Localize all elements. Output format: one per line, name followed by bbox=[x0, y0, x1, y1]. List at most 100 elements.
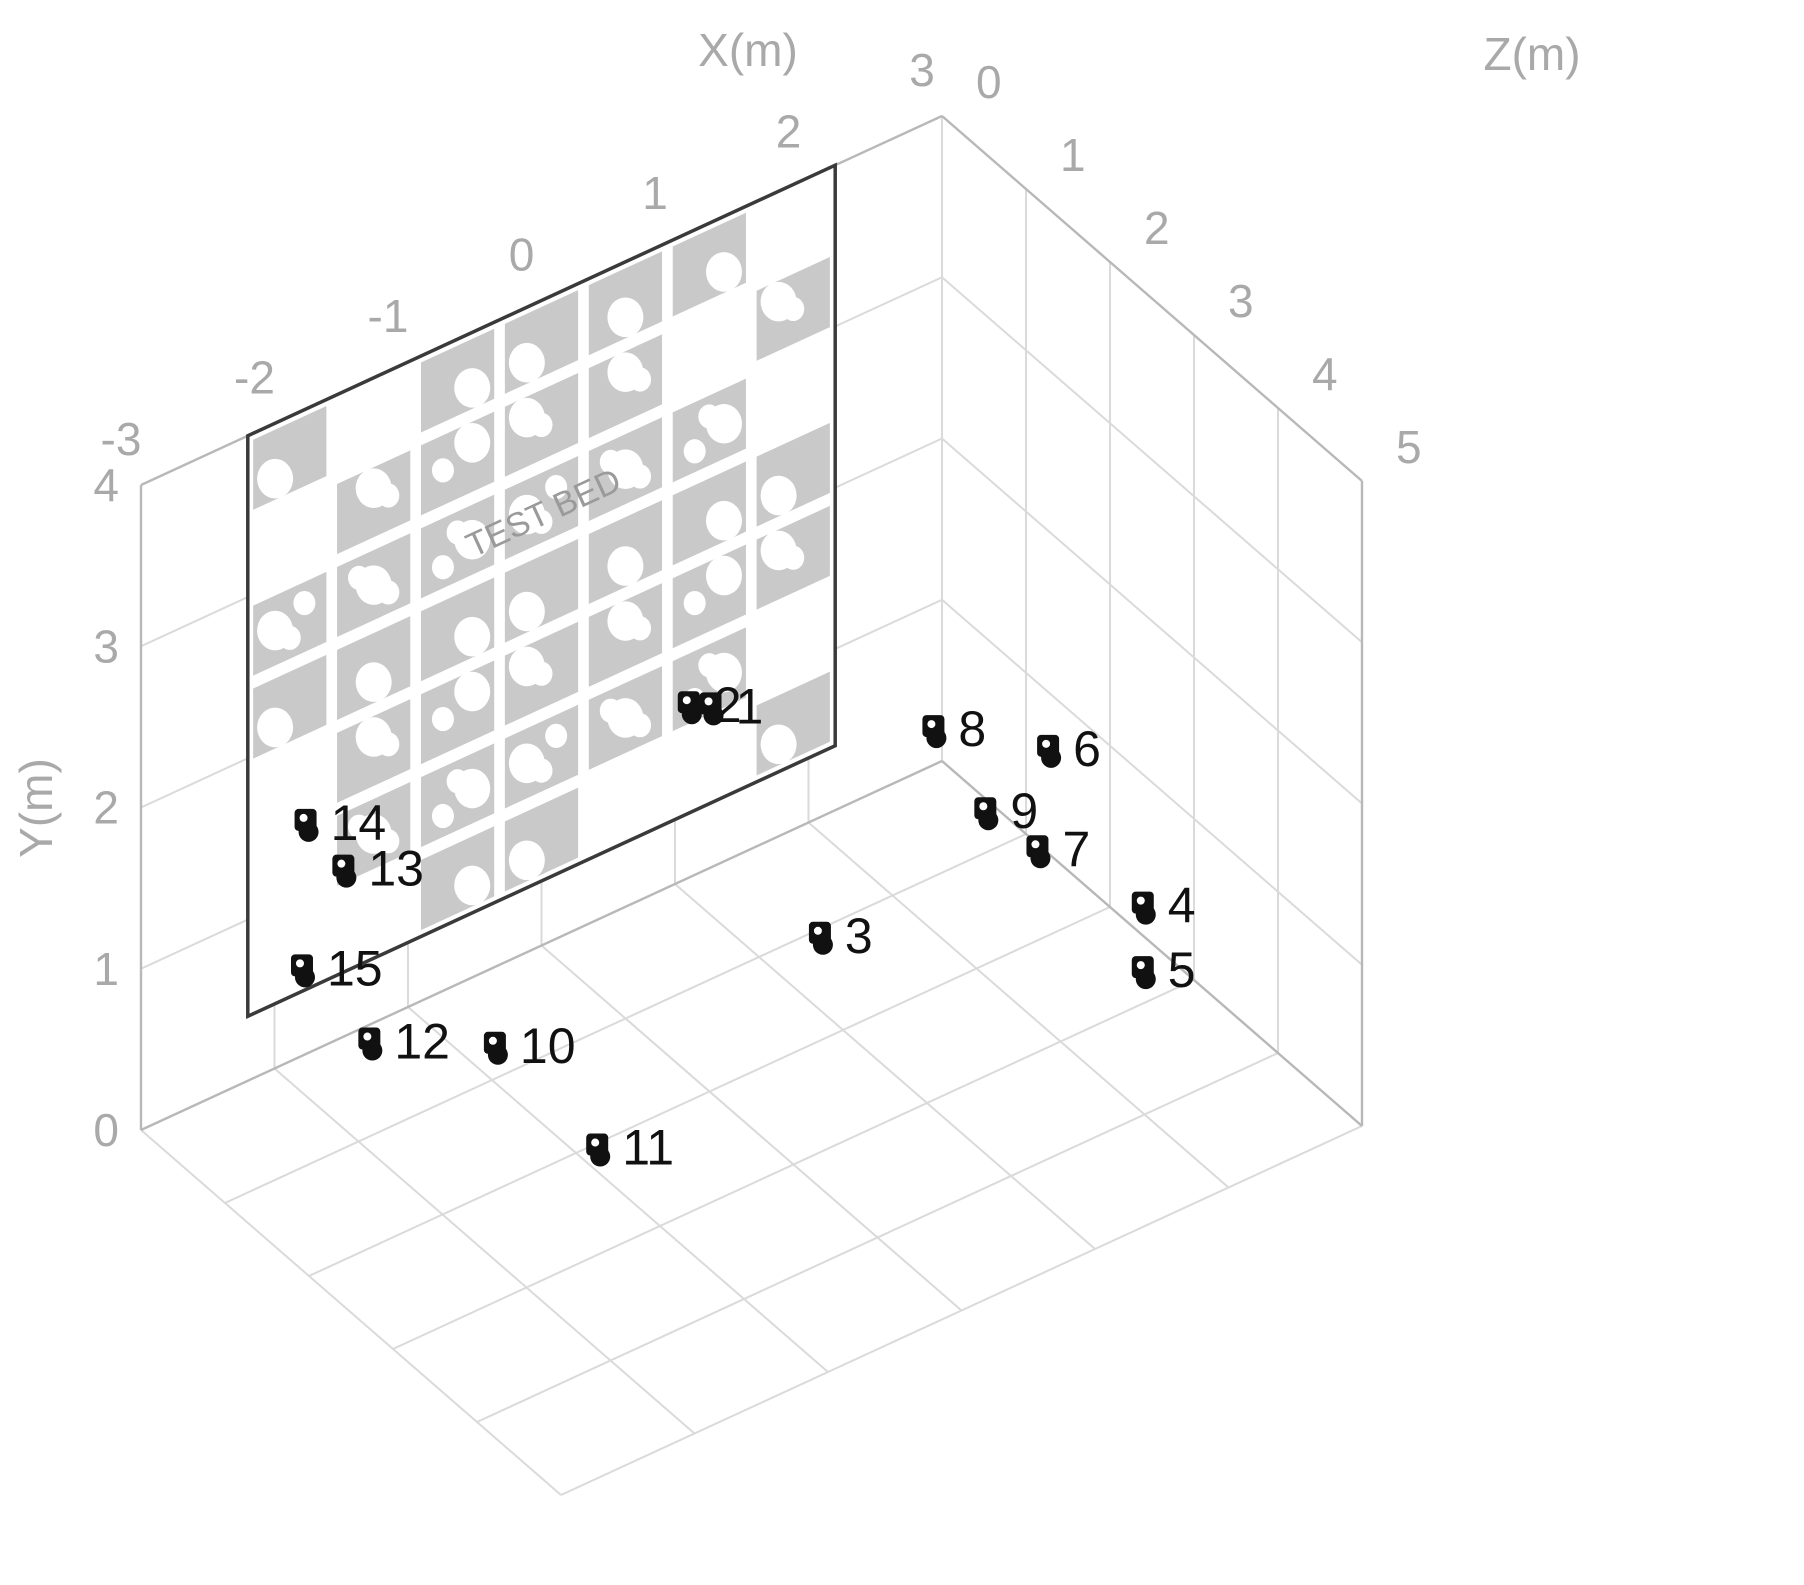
test-bed-hole bbox=[782, 545, 805, 570]
test-bed-hole bbox=[377, 732, 400, 757]
z-tick-label: 5 bbox=[1396, 421, 1422, 473]
camera-label: 8 bbox=[958, 701, 986, 757]
camera-marker: 9 bbox=[974, 783, 1038, 839]
box-edge bbox=[941, 760, 1363, 1127]
camera-marker: 1 bbox=[699, 678, 764, 734]
camera-label: 7 bbox=[1062, 821, 1090, 877]
floor-gridline bbox=[140, 1129, 562, 1496]
y-tick-label: 2 bbox=[93, 782, 119, 834]
camera-highlight bbox=[927, 720, 936, 729]
camera-marker: 5 bbox=[1131, 942, 1196, 998]
floor-gridline bbox=[273, 1067, 696, 1435]
y-tick-label: 3 bbox=[93, 620, 119, 672]
camera-label: 10 bbox=[520, 1018, 576, 1074]
floor-gridline bbox=[807, 821, 1230, 1189]
test-bed-hole bbox=[530, 509, 553, 534]
x-tick-label: -1 bbox=[368, 290, 409, 342]
z-tick-label: 0 bbox=[976, 56, 1002, 108]
camera-highlight bbox=[704, 697, 713, 706]
camera-marker: 12 bbox=[358, 1014, 450, 1070]
y-tick-label: 4 bbox=[93, 459, 119, 511]
test-bed-hole bbox=[446, 520, 469, 545]
test-bed-hole bbox=[530, 758, 553, 783]
test-bed-hole bbox=[431, 706, 454, 732]
camera-lens bbox=[294, 967, 315, 988]
camera-highlight bbox=[488, 1036, 497, 1045]
test-bed-hole bbox=[607, 297, 644, 338]
test-bed-hole bbox=[629, 367, 652, 392]
test-bed-hole bbox=[377, 580, 400, 605]
camera-lens bbox=[1135, 969, 1156, 990]
camera-highlight bbox=[299, 813, 308, 822]
test-bed-hole bbox=[348, 814, 371, 839]
test-bed-hole bbox=[348, 565, 371, 590]
test-bed-hole bbox=[530, 661, 553, 686]
test-bed-hole bbox=[508, 840, 545, 881]
x-tick-label: -2 bbox=[234, 352, 275, 404]
camera-highlight bbox=[363, 1032, 372, 1041]
test-bed-hole bbox=[760, 475, 797, 516]
test-bed-hole bbox=[257, 707, 294, 748]
floor-gridline bbox=[407, 1006, 829, 1373]
test-bed-hole bbox=[454, 368, 491, 408]
x-tick-label: 1 bbox=[642, 167, 668, 219]
x-tick-label: 0 bbox=[509, 229, 535, 281]
camera-label: 15 bbox=[327, 940, 383, 996]
camera-lens bbox=[1135, 904, 1156, 925]
test-bed-hole bbox=[599, 698, 622, 723]
camera-lens bbox=[1041, 747, 1062, 768]
test-bed-hole bbox=[454, 865, 491, 906]
z-tick-label: 2 bbox=[1144, 202, 1170, 254]
camera-highlight bbox=[337, 859, 346, 868]
camera-label: 2 bbox=[714, 677, 742, 733]
camera-marker: 15 bbox=[290, 940, 383, 996]
test-bed-hole bbox=[257, 458, 294, 499]
test-bed-hole bbox=[530, 412, 553, 437]
camera-label: 1 bbox=[736, 678, 764, 734]
y-tick-label: 1 bbox=[93, 943, 119, 995]
camera-lens bbox=[978, 810, 999, 831]
camera-highlight bbox=[295, 959, 304, 968]
camera-highlight bbox=[1136, 896, 1145, 905]
box-edge bbox=[941, 115, 1363, 482]
camera-lens bbox=[812, 934, 833, 955]
camera-label: 11 bbox=[622, 1120, 674, 1176]
test-bed-hole bbox=[293, 590, 316, 616]
test-bed-panel: TEST BED bbox=[246, 162, 837, 1020]
test-bed-hole bbox=[446, 769, 469, 794]
test-bed-hole bbox=[705, 252, 742, 292]
camera-lens bbox=[926, 728, 947, 749]
test-bed-hole bbox=[629, 616, 652, 641]
test-bed-hole bbox=[698, 404, 721, 429]
box-edge bbox=[140, 759, 943, 1132]
camera-highlight bbox=[591, 1138, 600, 1147]
camera-label: 6 bbox=[1073, 721, 1101, 777]
test-bed-hole bbox=[355, 662, 392, 702]
z-tick-label: 3 bbox=[1228, 275, 1254, 327]
test-bed-hole bbox=[782, 296, 805, 322]
test-bed-hole bbox=[607, 546, 644, 586]
camera-marker: 4 bbox=[1131, 878, 1196, 934]
camera-marker: 11 bbox=[586, 1120, 674, 1176]
test-bed-hole bbox=[377, 829, 400, 854]
test-bed-hole bbox=[377, 483, 400, 508]
z-tick-label: 4 bbox=[1312, 348, 1338, 400]
test-bed-hole bbox=[454, 671, 491, 712]
camera-marker: 14 bbox=[294, 795, 386, 851]
test-bed-hole bbox=[508, 591, 545, 632]
camera-marker: 2 bbox=[677, 677, 742, 733]
camera-lens bbox=[298, 821, 319, 842]
y-axis-title: Y(m) bbox=[10, 758, 62, 858]
test-bed-hole bbox=[683, 439, 706, 464]
camera-lens bbox=[681, 704, 702, 725]
camera-lens bbox=[487, 1044, 508, 1065]
camera-lens bbox=[590, 1146, 611, 1167]
camera-label: 4 bbox=[1168, 878, 1196, 934]
floor-gridline bbox=[224, 833, 1027, 1204]
test-bed-hole bbox=[705, 500, 742, 541]
x-axis-title: X(m) bbox=[698, 24, 798, 76]
test-bed-hole bbox=[705, 555, 742, 596]
camera-marker: 3 bbox=[808, 908, 873, 964]
floor-gridline bbox=[476, 1052, 1279, 1423]
